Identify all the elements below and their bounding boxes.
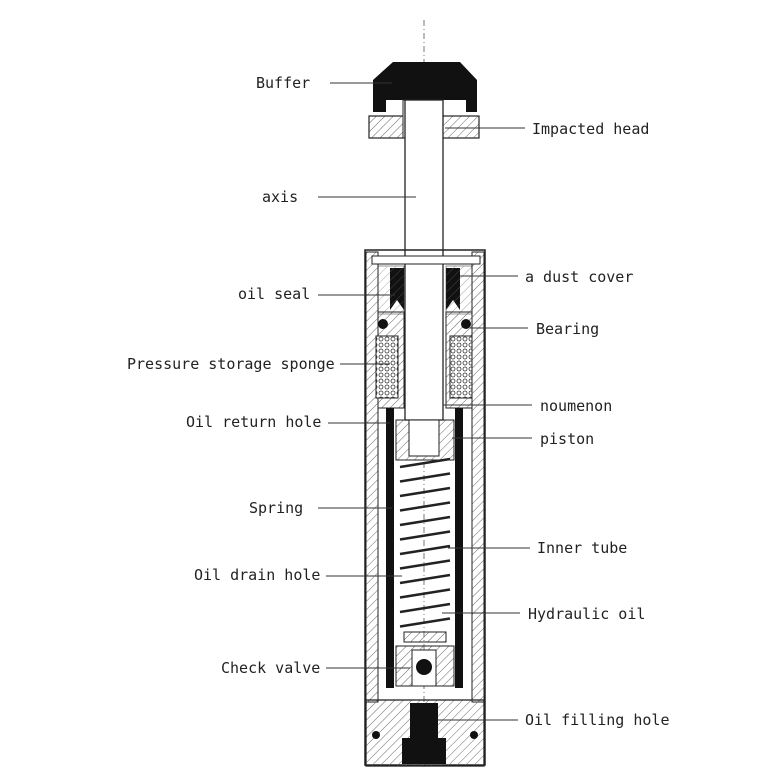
label-dust-cover: a dust cover	[525, 268, 634, 286]
spring-coil	[399, 602, 451, 614]
label-pressure-storage-sponge: Pressure storage sponge	[127, 355, 335, 373]
label-spring: Spring	[249, 499, 304, 517]
oil-filling-plug	[402, 703, 446, 764]
spring-coil	[399, 501, 451, 512]
spring-coil	[399, 573, 451, 585]
check-valve-seat	[403, 631, 447, 643]
spring-coil	[399, 617, 451, 628]
bearing-ball-right	[461, 319, 471, 329]
leader-lines	[318, 82, 532, 721]
spring-coil	[399, 544, 451, 556]
spring	[399, 457, 451, 628]
label-bearing: Bearing	[536, 320, 600, 338]
label-impacted-head: Impacted head	[532, 120, 650, 138]
sponge-right	[449, 335, 473, 399]
inner-tube-left	[386, 408, 394, 688]
label-oil-seal: oil seal	[238, 285, 311, 303]
dust-cover	[371, 255, 481, 265]
spring-coil	[399, 515, 451, 527]
label-inner-tube: Inner tube	[537, 539, 628, 557]
spring-coil	[399, 530, 451, 541]
label-noumenon: noumenon	[540, 397, 613, 415]
label-check-valve: Check valve	[221, 659, 321, 677]
spring-coil	[399, 588, 451, 599]
label-oil-drain-hole: Oil drain hole	[194, 566, 321, 584]
label-axis: axis	[262, 188, 299, 206]
spring-coil	[399, 457, 451, 469]
check-valve-ball	[416, 659, 432, 675]
label-oil-filling-hole: Oil filling hole	[525, 711, 670, 729]
label-buffer: Buffer	[256, 74, 311, 92]
buffer-cap	[373, 62, 477, 112]
label-oil-return-hole: Oil return hole	[186, 413, 322, 431]
label-hydraulic-oil: Hydraulic oil	[528, 605, 646, 623]
spring-coil	[399, 559, 451, 570]
spring-coil	[399, 486, 451, 498]
spring-coil	[399, 472, 451, 483]
sponge-left	[375, 335, 399, 399]
bearing-ball-left	[378, 319, 388, 329]
label-piston: piston	[540, 430, 595, 448]
